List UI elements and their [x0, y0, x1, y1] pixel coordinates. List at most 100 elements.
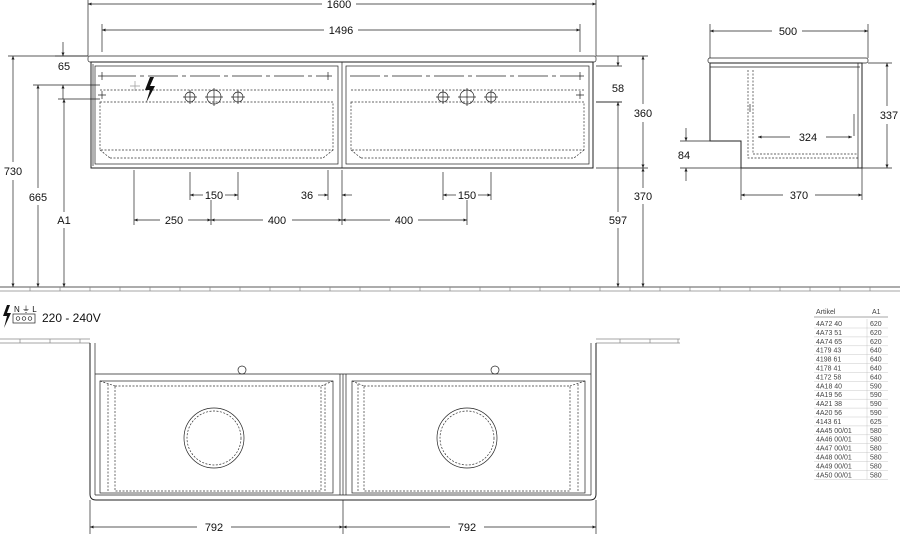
drawer-right [345, 65, 590, 165]
table-header-a1: A1 [872, 309, 881, 316]
table-cell-a1: 640 [870, 348, 882, 355]
drawer-left [94, 65, 339, 165]
terminal-block-icon [12, 313, 36, 324]
dim-150-left: 150 [189, 172, 239, 202]
electrical-legend: N ⏚ L 220 - 240V [3, 305, 101, 328]
dim-label-500: 500 [779, 26, 797, 38]
table-cell-a1: 580 [870, 428, 882, 435]
dim-label-a1: A1 [57, 215, 70, 227]
dim-label-792-right: 792 [458, 522, 476, 534]
dim-337: 337 [862, 62, 898, 169]
table-cell-a1: 640 [870, 366, 882, 373]
front-view: 1600 1496 [4, 0, 652, 287]
table-row: 4198 61 640 [814, 354, 888, 364]
dim-top-width: 1496 [101, 24, 581, 52]
dim-36: 36 [301, 170, 352, 225]
table-row: 4A18 40 590 [814, 381, 888, 391]
table-row: 4A47 00/01 580 [814, 443, 888, 453]
dim-overall-width: 1600 [87, 0, 597, 56]
voltage-label: 220 - 240V [42, 311, 101, 325]
terminal-labels: N ⏚ L [14, 305, 37, 314]
top-view: 792 792 [0, 338, 680, 534]
table-cell-a1: 620 [870, 339, 882, 346]
siphon-cutout-right [436, 407, 498, 469]
dim-label-58: 58 [612, 83, 624, 95]
table-row: 4178 41 640 [814, 363, 888, 373]
table-cell-article: 4A46 00/01 [816, 437, 852, 444]
table-row: 4A73 51 620 [814, 327, 888, 338]
table-cell-article: 4143 61 [816, 419, 841, 426]
dim-label-250: 250 [165, 215, 183, 227]
dim-label-792-left: 792 [205, 522, 223, 534]
dim-label-337: 337 [880, 110, 898, 122]
faucet-hole-right [490, 365, 500, 375]
table-row: 4A50 00/01 580 [814, 470, 888, 480]
table-cell-a1: 590 [870, 383, 882, 390]
table-cell-a1: 580 [870, 446, 882, 453]
table-cell-a1: 580 [870, 472, 882, 479]
table-cell-a1: 580 [870, 455, 882, 462]
top-drawer-right [351, 380, 586, 494]
dim-324: 324 [758, 132, 852, 144]
table-header-article: Artikel [816, 309, 836, 316]
side-body [709, 62, 863, 169]
table-row: 4179 43 640 [814, 345, 888, 355]
countertop [87, 55, 597, 63]
dim-label-665: 665 [29, 192, 47, 204]
faucet-hole-left [237, 365, 247, 375]
table-row: 4A72 40 620 [814, 319, 888, 329]
table-cell-article: 4198 61 [816, 357, 841, 364]
dim-label-370-side: 370 [790, 190, 808, 202]
dim-label-65: 65 [58, 61, 70, 73]
dim-370-side: 370 [740, 168, 863, 202]
table-row: 4A20 56 590 [814, 408, 888, 418]
table-cell-article: 4A47 00/01 [816, 446, 852, 453]
table-cell-a1: 640 [870, 357, 882, 364]
dim-792: 792 792 [89, 500, 597, 534]
table-cell-a1: 590 [870, 410, 882, 417]
table-cell-a1: 625 [870, 419, 882, 426]
table-row: 4A19 56 590 [814, 390, 888, 400]
table-cell-article: 4A72 40 [816, 321, 842, 328]
lightning-legend-icon [3, 305, 11, 328]
table-cell-a1: 590 [870, 392, 882, 399]
dim-label-150-right: 150 [458, 190, 476, 202]
table-cell-article: 4A19 56 [816, 392, 842, 399]
side-view: 500 337 324 370 [678, 24, 898, 202]
table-cell-article: 4178 41 [816, 366, 841, 373]
table-cell-article: 4179 43 [816, 348, 841, 355]
table-cell-a1: 620 [870, 330, 882, 337]
dim-250-400-400: 250 400 400 [133, 170, 468, 227]
table-cell-article: 4A20 56 [816, 410, 842, 417]
pipe-connections-right [436, 88, 498, 106]
table-cell-article: 4A50 00/01 [816, 472, 852, 479]
dim-label-400-right: 400 [395, 215, 413, 227]
table-cell-article: 4A21 38 [816, 401, 842, 408]
floor-line [0, 286, 900, 292]
dim-150-right: 150 [442, 172, 492, 202]
table-cell-a1: 620 [870, 321, 882, 328]
table-cell-article: 4A73 51 [816, 330, 842, 337]
siphon-cutout-left [183, 407, 245, 469]
dim-label-730: 730 [4, 166, 22, 178]
dim-360: 360 [596, 55, 652, 169]
dim-label-360: 360 [634, 108, 652, 120]
table-row: 4143 61 625 [814, 416, 888, 427]
dim-label-324: 324 [799, 132, 817, 144]
table-cell-article: 4A18 40 [816, 383, 842, 390]
dim-label-597: 597 [609, 215, 627, 227]
dim-730: 730 [4, 55, 88, 287]
lightning-icon [145, 77, 155, 103]
side-countertop [707, 57, 869, 64]
dim-58: 58 [596, 56, 624, 112]
table-cell-article: 4A48 00/01 [816, 455, 852, 462]
dim-label-top-width: 1496 [329, 25, 353, 37]
table-cell-article: 4A49 00/01 [816, 463, 852, 470]
